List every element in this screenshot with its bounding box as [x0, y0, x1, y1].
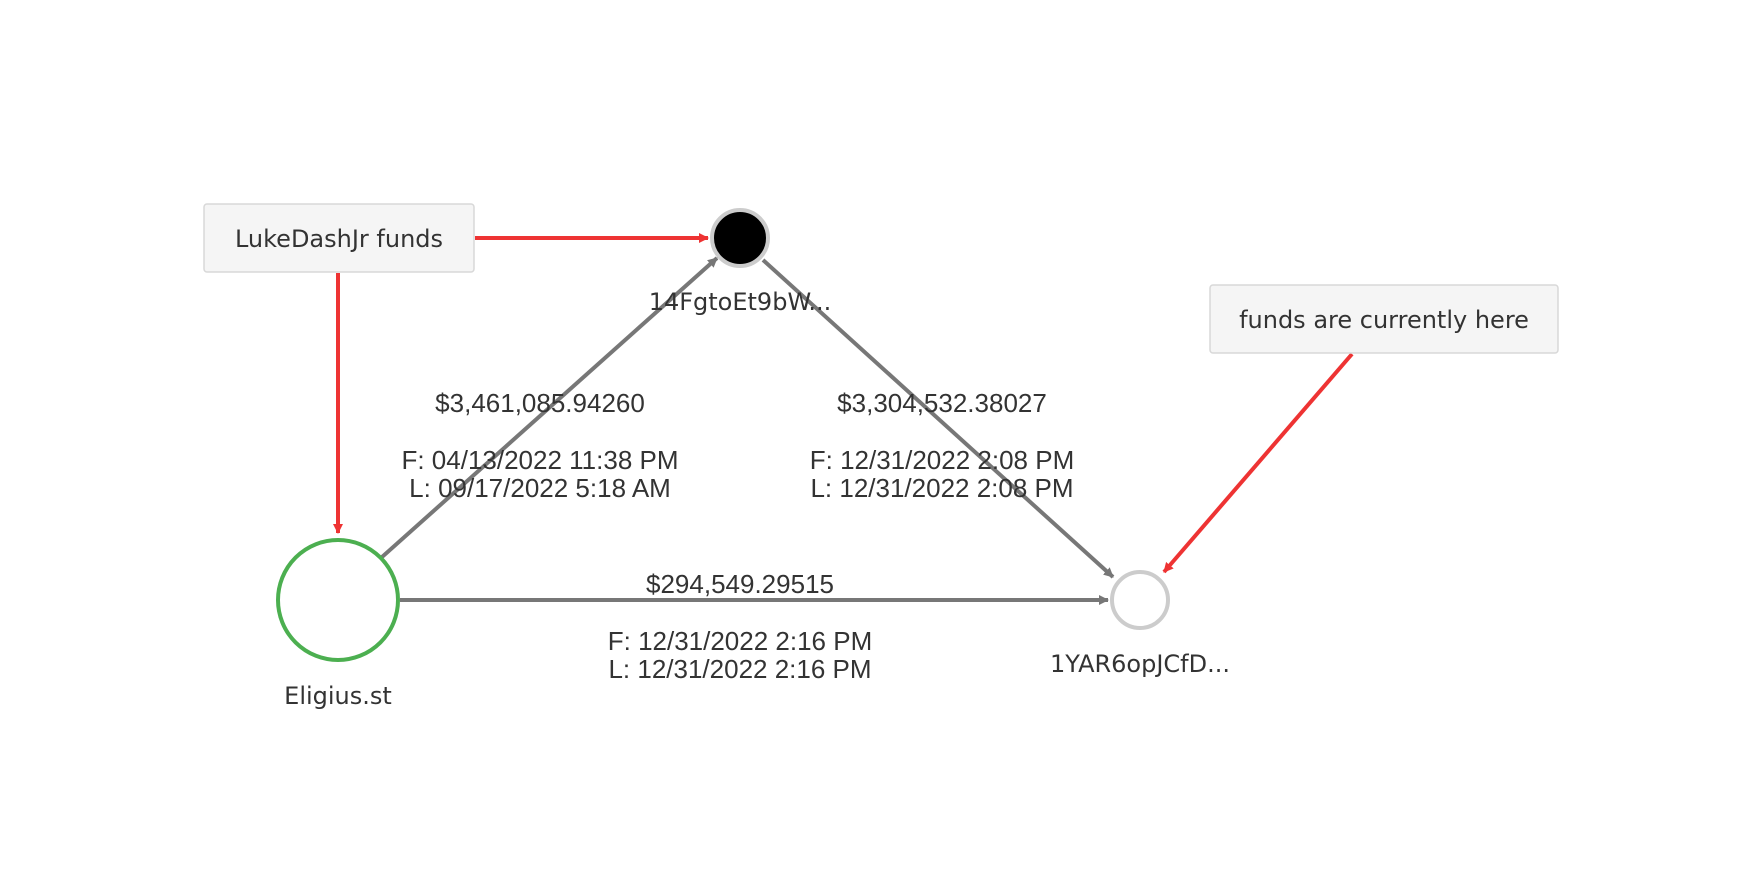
- edge-source-to-dest-amount: $294,549.29515: [646, 569, 834, 599]
- edge-source-to-dest-first: F: 12/31/2022 2:16 PM: [608, 626, 873, 656]
- edge-source-to-hub[interactable]: [380, 256, 719, 559]
- annotation-luke-funds[interactable]: LukeDashJr funds: [203, 203, 475, 273]
- annotation-current-location-text: funds are currently here: [1239, 306, 1529, 334]
- edge-hub-to-dest-last: L: 12/31/2022 2:08 PM: [810, 473, 1073, 503]
- node-hub-label: 14FgtoEt9bW...: [649, 288, 832, 316]
- edge-source-to-hub-last: L: 09/17/2022 5:18 AM: [409, 473, 671, 503]
- node-hub[interactable]: [710, 208, 770, 268]
- edge-source-to-hub-amount: $3,461,085.94260: [435, 388, 645, 418]
- edge-source-to-hub-first: F: 04/13/2022 11:38 PM: [401, 445, 678, 475]
- edge-hub-to-dest-amount: $3,304,532.38027: [837, 388, 1047, 418]
- annotation-current-location[interactable]: funds are currently here: [1209, 284, 1559, 354]
- node-dest-label: 1YAR6opJCfD...: [1050, 650, 1230, 678]
- node-source-label: Eligius.st: [284, 682, 392, 710]
- node-source[interactable]: [276, 538, 400, 662]
- node-dest[interactable]: [1110, 570, 1170, 630]
- annotation-arrow-current-to-dest: [1162, 352, 1354, 574]
- edge-source-to-dest-last: L: 12/31/2022 2:16 PM: [608, 654, 871, 684]
- annotation-luke-funds-text: LukeDashJr funds: [235, 225, 443, 253]
- edge-hub-to-dest-first: F: 12/31/2022 2:08 PM: [810, 445, 1075, 475]
- edge-hub-to-dest[interactable]: [761, 258, 1115, 579]
